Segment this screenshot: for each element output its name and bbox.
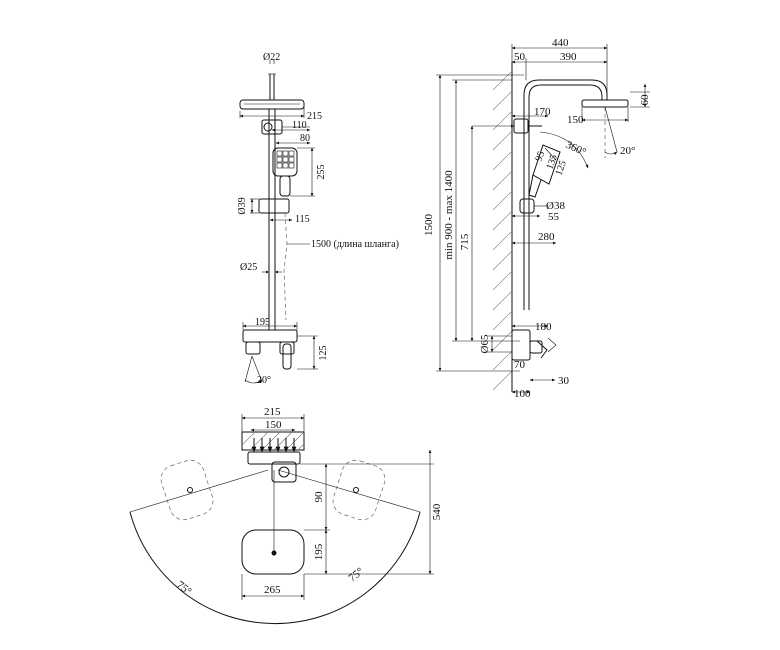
slider-side [519, 198, 535, 214]
top-rain-head [241, 529, 305, 575]
dim-inlet-70: 70 [514, 359, 526, 371]
dim-hand-95: 95 [533, 150, 547, 163]
dim-mixer-125: 125 [318, 346, 329, 361]
dim-total-440: 440 [552, 37, 569, 49]
dim-mixer-180: 180 [535, 321, 552, 333]
hand-shower-right-position [332, 459, 386, 521]
shower-hose [283, 212, 288, 321]
mixer-lever [282, 343, 292, 370]
dim-holder-80: 80 [300, 133, 310, 144]
dim-lever-angle: 20° [257, 375, 271, 386]
dim-top-width-215: 215 [264, 406, 281, 418]
dim-arm-390: 390 [560, 51, 577, 63]
dim-top-depth-195: 195 [313, 543, 325, 560]
dim-slider-dia: Ø39 [237, 197, 248, 214]
shower-arm-outer [523, 79, 608, 310]
dim-top-width-150: 150 [265, 419, 282, 431]
wall-hatching [492, 70, 513, 391]
dim-hand-shower-255: 255 [316, 165, 327, 180]
rotation-arc [129, 511, 421, 625]
dim-hand-135: 135 [544, 153, 559, 171]
mixer-outlet-right [279, 341, 295, 355]
dim-hand-125: 125 [553, 159, 568, 177]
top-view: 215 150 [129, 406, 443, 625]
dim-angle-right: 75° [346, 565, 366, 584]
dim-top-head-265: 265 [264, 584, 281, 596]
dim-slider-55: 55 [548, 211, 560, 223]
dim-inlet-30: 30 [558, 375, 570, 387]
dim-height-1500: 1500 [423, 214, 435, 237]
mixer-outlet-left [245, 341, 261, 355]
rain-head-side [581, 99, 629, 108]
dim-head-150: 150 [567, 114, 584, 126]
rain-shower-head [239, 99, 305, 110]
hand-shower-side [532, 144, 561, 185]
dim-head-angle: 20° [620, 145, 635, 157]
dim-wall-50: 50 [514, 51, 526, 63]
dim-height-715: 715 [459, 233, 471, 250]
dim-rotation: 360° [564, 139, 588, 159]
dim-angle-left: 75° [174, 579, 194, 598]
mixer-body [242, 329, 298, 343]
dim-head-60: 60 [639, 94, 651, 106]
dim-slider-dia-side: Ø38 [546, 200, 565, 212]
dim-mixer-width: 195 [255, 317, 270, 328]
dim-adjust-range: min 900 - max 1400 [443, 170, 455, 260]
side-view: 440 50 390 60 150 20° 170 360° 95 1 [423, 37, 651, 400]
dim-inlet-dia: Ø65 [479, 334, 491, 353]
dim-slider-115: 115 [295, 214, 310, 225]
mixer-side [511, 329, 531, 361]
mixer-lever-side [536, 340, 548, 359]
dim-inlet-100: 100 [514, 388, 531, 400]
dim-offset-280: 280 [538, 231, 555, 243]
holder-side [513, 118, 529, 134]
shower-arm-inner [528, 84, 603, 310]
front-view: Ø22 215 110 80 255 [237, 52, 399, 386]
top-mixer-cartridge [271, 461, 297, 483]
top-mixer-body [247, 451, 301, 465]
dim-top-depth-540: 540 [431, 503, 443, 520]
dim-holder-170: 170 [534, 106, 551, 118]
sliding-holder [258, 198, 290, 214]
top-wall-section [241, 431, 305, 451]
dim-head-pipe-dia: Ø22 [263, 52, 280, 63]
dim-top-depth-90: 90 [313, 491, 325, 503]
dim-bar-dia: Ø25 [240, 262, 257, 273]
hand-shower-handle [279, 175, 291, 197]
dim-holder-110: 110 [292, 120, 307, 131]
top-arrows [251, 438, 297, 453]
hand-shower-left-position [160, 459, 214, 521]
dim-hose-label: 1500 (длина шланга) [311, 239, 399, 250]
dim-head-width: 215 [307, 111, 322, 122]
